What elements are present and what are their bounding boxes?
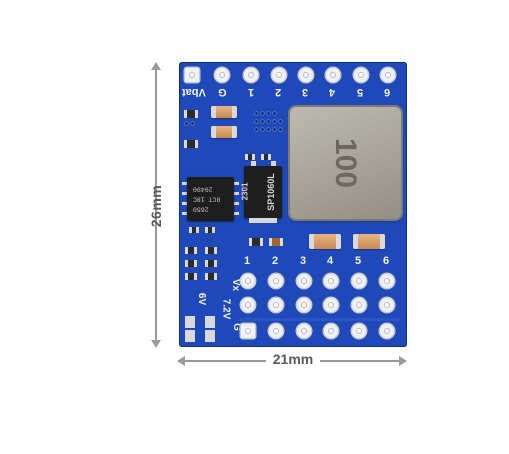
pad-g-3 [297,324,311,338]
pad-1-top [244,68,258,82]
jumper-pad-7v2 [205,316,215,328]
pad-vx-3 [297,274,311,288]
label-col-4: 4 [327,255,334,267]
width-dimension-label: 21mm [266,351,320,369]
label-4-top: 4 [329,86,336,98]
smd-resistor [185,247,197,254]
label-col-2: 2 [272,255,279,267]
jumper-pad-6v [185,316,195,328]
pad-g-5 [352,324,366,338]
pad-6-top [381,68,395,82]
pad-g-1 [241,324,255,338]
label-6v: 6V [196,292,208,306]
smd-resistor [261,154,271,160]
label-6-top: 6 [384,86,391,98]
height-dimension-label: 26mm [148,184,164,228]
label-col-5: 5 [355,255,362,267]
label-vbat: Vbat [182,86,206,98]
pad-g-2 [269,324,283,338]
pad-5-top [354,68,368,82]
label-col-1: 1 [244,255,251,267]
pad-vbat [185,68,199,82]
label-row-g: G [230,323,242,331]
smd-resistor [184,140,198,148]
tantalum-capacitor [211,126,237,138]
pad-vp-6 [380,298,394,312]
servo-pcb-board: Vbat G 1 2 3 4 5 6 [179,62,407,347]
tantalum-capacitor [309,234,341,249]
pad-4-top [326,68,340,82]
label-5-top: 5 [357,86,364,98]
smd-resistor [184,110,198,118]
pad-vp-2 [269,298,283,312]
label-col-6: 6 [383,255,390,267]
width-dimension-arrow [177,356,407,366]
pad-vx-4 [324,274,338,288]
pad-vx-2 [269,274,283,288]
pad-vx-5 [352,274,366,288]
label-7v2: 7.2V [220,298,232,320]
label-col-3: 3 [300,255,307,267]
pad-g-6 [380,324,394,338]
pad-2-top [272,68,286,82]
pad-vx-6 [380,274,394,288]
label-g-top: G [218,86,227,98]
label-3-top: 3 [302,86,309,98]
smd-resistor [205,227,215,233]
smd-resistor [245,154,255,160]
inductor-marking: 100 [329,137,362,189]
label-2-top: 2 [275,86,282,98]
jumper-pad-7v2 [205,330,215,342]
power-inductor: 100 [290,107,401,219]
pad-vp-1 [241,298,255,312]
driver-ic: 20490 8CT 18C 2650 [187,177,234,221]
label-1-top: 1 [248,86,255,98]
smd-resistor [205,247,217,254]
pad-vx-1 [241,274,255,288]
smd-resistor [189,227,199,233]
smd-resistor [205,260,217,267]
smd-led [269,238,283,246]
pad-g-top [215,68,229,82]
pad-vp-3 [297,298,311,312]
smd-resistor [185,273,197,280]
pad-vp-4 [324,298,338,312]
tantalum-capacitor [211,106,237,118]
jumper-pad-6v [185,330,195,342]
smd-resistor [185,260,197,267]
tantalum-capacitor [353,234,385,249]
height-dimension-arrow [151,62,161,348]
regulator-ic: 2301 SP1060L [240,166,282,218]
label-row-vx: Vx [230,278,242,292]
pad-g-4 [324,324,338,338]
smd-capacitor [249,238,263,246]
pad-vp-5 [352,298,366,312]
smd-resistor [205,273,217,280]
pad-3-top [299,68,313,82]
